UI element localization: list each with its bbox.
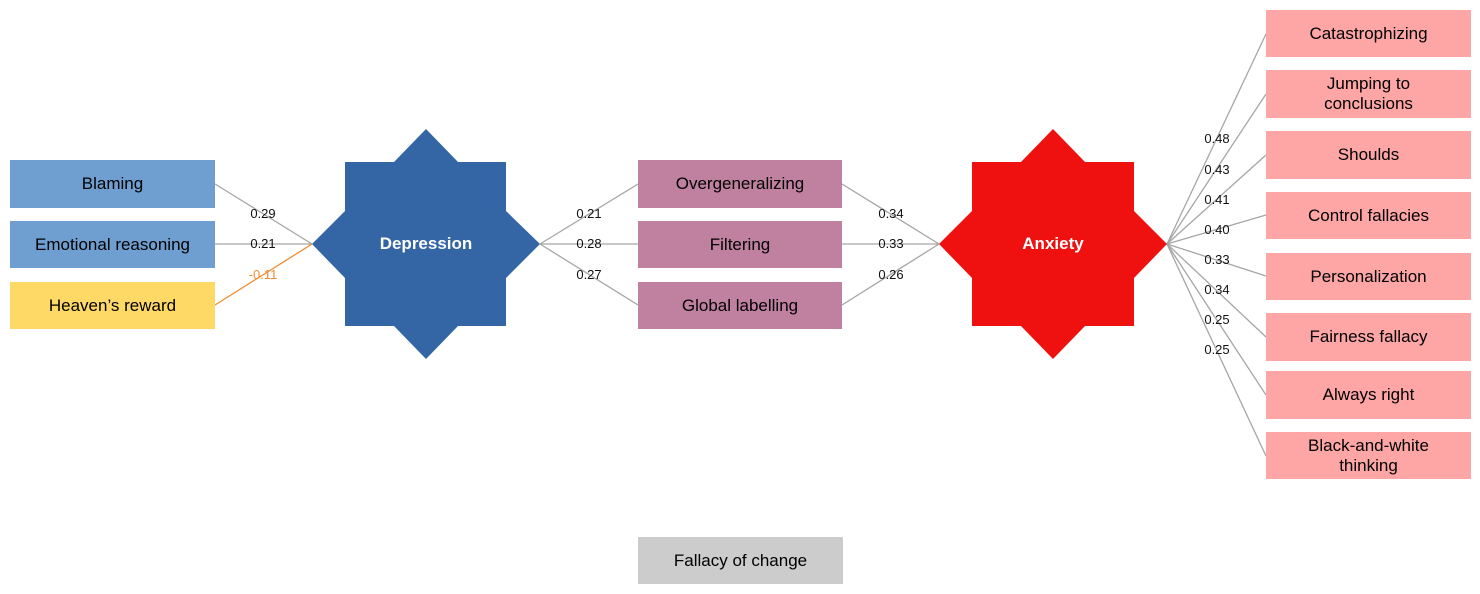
- node-fairness-fallacy: Fairness fallacy: [1266, 313, 1471, 361]
- edge-anxiety-always-right: [1166, 243, 1267, 396]
- node-always-right: Always right: [1266, 371, 1471, 419]
- node-control-fallacies-label: Control fallacies: [1308, 205, 1429, 225]
- node-shoulds: Shoulds: [1266, 131, 1471, 179]
- node-black-and-white-thinking: Black-and-white thinking: [1266, 432, 1471, 479]
- coef-anx-filtering: 0.33: [878, 236, 904, 251]
- edge-anxiety-jumping-to-conclusions: [1166, 93, 1267, 245]
- edge-anxiety-black-and-white-thinking: [1166, 243, 1267, 457]
- node-global-labelling-label: Global labelling: [681, 295, 799, 315]
- node-personalization: Personalization: [1266, 253, 1471, 300]
- coef-heavens-reward: -0.11: [248, 267, 278, 282]
- node-shoulds-label: Shoulds: [1337, 145, 1400, 164]
- node-jumping-to-conclusions: Jumping to conclusions: [1266, 70, 1471, 118]
- node-overgeneralizing-label: Overgeneralizing: [675, 174, 805, 193]
- node-overgeneralizing: Overgeneralizing: [638, 160, 842, 208]
- node-filtering: Filtering: [638, 221, 842, 268]
- coef-fairness-fallacy: 0.34: [1204, 282, 1230, 297]
- node-catastrophizing-label: Catastrophizing: [1309, 23, 1428, 43]
- node-catastrophizing: Catastrophizing: [1266, 10, 1471, 57]
- node-global-labelling: Global labelling: [638, 282, 842, 329]
- coef-catastrophizing: 0.48: [1204, 131, 1230, 146]
- edge-blaming-depression: [214, 183, 313, 245]
- edge-anxiety-control-fallacies: [1166, 214, 1267, 245]
- node-blaming-label: Blaming: [81, 174, 144, 193]
- edge-heavens-reward-depression: [214, 243, 313, 306]
- coef-anx-overgeneralizing: 0.34: [878, 206, 904, 221]
- node-heavens-reward: Heaven’s reward: [10, 282, 215, 329]
- coef-always-right: 0.25: [1204, 312, 1230, 327]
- node-emotional-reasoning-label: Emotional reasoning: [35, 234, 190, 254]
- coef-dep-filtering: 0.28: [576, 236, 602, 251]
- edge-anxiety-fairness-fallacy: [1166, 243, 1267, 338]
- coef-personalization: 0.33: [1204, 252, 1230, 267]
- coef-shoulds: 0.41: [1204, 192, 1230, 207]
- node-personalization-label: Personalization: [1310, 266, 1427, 286]
- edge-anxiety-catastrophizing: [1166, 33, 1267, 245]
- coef-blaming: 0.29: [250, 206, 276, 221]
- depression-star-shape: [312, 129, 540, 359]
- coef-emotional-reasoning: 0.21: [250, 236, 276, 251]
- coef-control-fallacies: 0.40: [1204, 222, 1230, 237]
- node-emotional-reasoning: Emotional reasoning: [10, 221, 215, 268]
- coef-jumping-to-conclusions: 0.43: [1204, 162, 1230, 177]
- anxiety-star-shape: [939, 129, 1167, 359]
- coef-dep-global-labelling: 0.27: [576, 267, 602, 282]
- node-black-and-white-thinking-label: Black-and-white thinking: [1308, 435, 1429, 475]
- coef-black-and-white-thinking: 0.25: [1204, 342, 1230, 357]
- node-control-fallacies: Control fallacies: [1266, 192, 1471, 239]
- edge-global-labelling-anxiety: [841, 243, 940, 306]
- depression-label: Depression: [379, 234, 473, 253]
- node-jumping-to-conclusions-label: Jumping to conclusions: [1324, 74, 1413, 113]
- node-fallacy-of-change-label: Fallacy of change: [673, 550, 808, 570]
- node-fallacy-of-change: Fallacy of change: [638, 537, 843, 584]
- node-filtering-label: Filtering: [709, 234, 771, 254]
- edge-overgeneralizing-anxiety: [841, 183, 940, 245]
- edge-anxiety-personalization: [1166, 243, 1267, 277]
- coef-dep-overgeneralizing: 0.21: [576, 206, 602, 221]
- edge-depression-overgeneralizing: [539, 183, 639, 245]
- node-always-right-label: Always right: [1322, 385, 1415, 404]
- edge-depression-global-labelling: [539, 243, 639, 306]
- node-fairness-fallacy-label: Fairness fallacy: [1309, 327, 1428, 346]
- anxiety-label: Anxiety: [1022, 234, 1084, 253]
- edge-anxiety-shoulds: [1166, 154, 1267, 245]
- node-blaming: Blaming: [10, 160, 215, 208]
- coef-anx-global-labelling: 0.26: [878, 267, 904, 282]
- node-heavens-reward-label: Heaven’s reward: [48, 295, 177, 315]
